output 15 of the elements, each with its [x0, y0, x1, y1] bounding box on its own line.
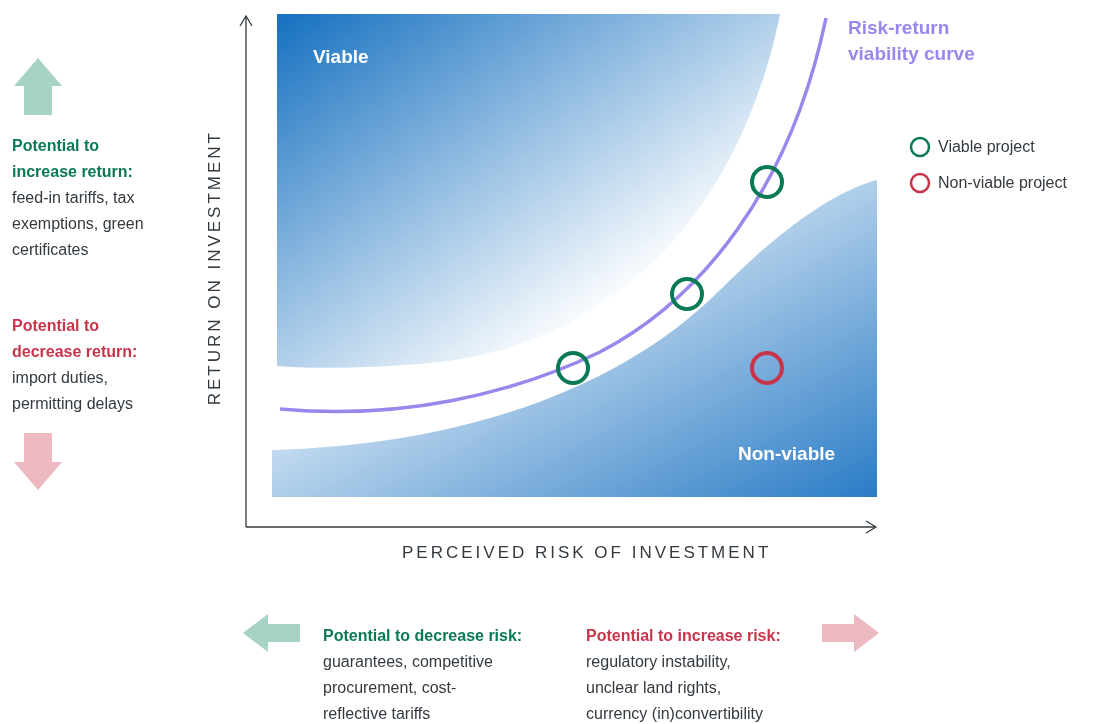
description: import duties, permitting delays	[12, 368, 134, 414]
heading: Potential to decrease risk:	[323, 626, 523, 646]
heading: Potential to increase return:	[12, 136, 134, 182]
curve-label: Risk-return viability curve	[848, 16, 976, 66]
description: regulatory instability, unclear land rights, currency (in)convertibility	[586, 652, 764, 724]
region-label: Viable	[313, 45, 369, 69]
legend-label: Viable project	[938, 137, 1035, 157]
description: feed-in tariffs, tax exemptions, green certificates	[12, 188, 145, 260]
heading: Potential to increase risk:	[586, 626, 781, 646]
legend-label: Non-viable project	[938, 173, 1067, 193]
axis-title: PERCEIVED RISK OF INVESTMENT	[402, 542, 772, 564]
region-label: Non-viable	[738, 442, 836, 466]
heading: Potential to decrease return:	[12, 316, 139, 362]
description: guarantees, competitive procurement, cost-reflective tariffs	[323, 652, 494, 724]
axis-title: RETURN ON INVESTMENT	[204, 130, 225, 406]
